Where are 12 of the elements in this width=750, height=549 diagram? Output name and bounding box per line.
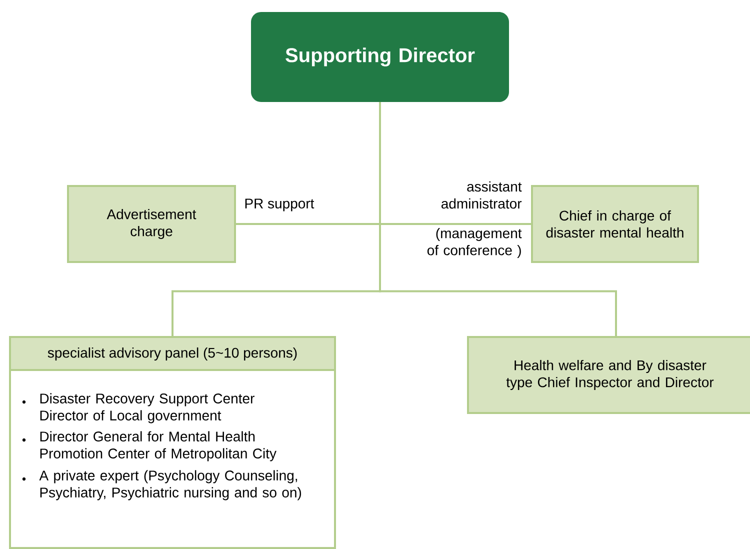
role-box: Chief in charge of disaster mental health [531,185,699,263]
list-item: Director General for Mental Health Promotion Center of Metropolitan City [40,431,276,462]
role-box: Advertisement charge [67,185,236,263]
list-item: Disaster Recovery Support Center Director of Local government [40,393,254,424]
annotation-text: (management of conference ) [427,228,522,258]
role-box: Health welfare and By disaster type Chief Inspector and Director [467,336,750,414]
list-item: A private expert (Psychology Counseling, Psychiatry, Psychiatric nursing and so on) [39,470,302,500]
annotation-text: PR support [245,198,314,212]
panel-heading: specialist advisory panel (5~10 persons) [48,347,297,360]
director-box: Supporting Director [251,12,509,102]
panel-box [9,336,336,549]
connector-line [379,102,617,336]
